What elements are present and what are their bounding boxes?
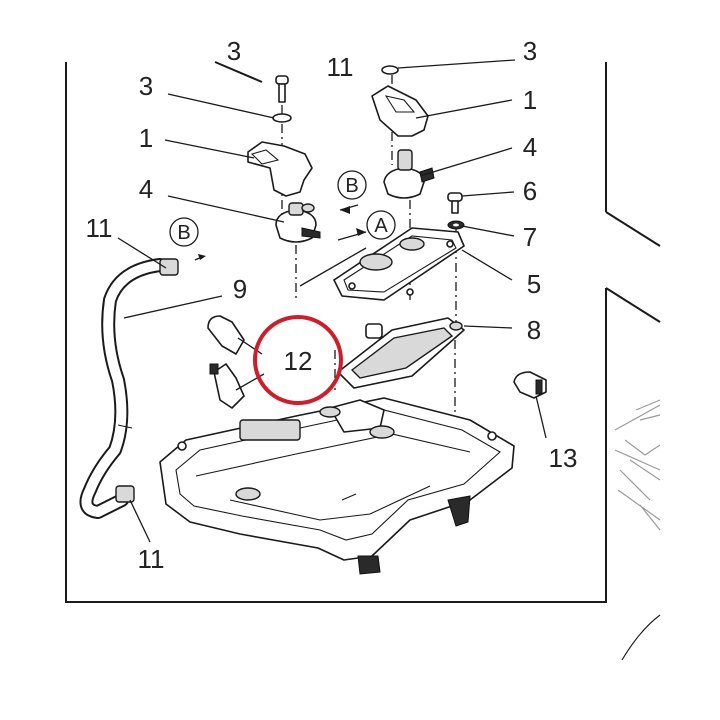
hose-clip-11-bottom (115, 485, 135, 503)
callout-4-right: 4 (523, 132, 537, 162)
callout-12: 12 (284, 346, 313, 376)
callout-11-bottom: 11 (138, 544, 165, 574)
callout-labels: 3 11 3 3 1 4 11 9 1 4 6 7 5 8 12 13 11 (86, 36, 578, 574)
clip-12-upper (207, 315, 245, 355)
callout-cut-top-right: 3 (523, 36, 537, 66)
clip-12-lower (209, 363, 245, 409)
arrowheads (198, 206, 366, 260)
callout-5: 5 (527, 269, 541, 299)
valve-4-left (275, 202, 321, 243)
callout-13: 13 (549, 443, 578, 473)
flow-marker-b-left: B (169, 217, 199, 247)
valve-4-right (383, 149, 435, 199)
clip-13 (513, 371, 547, 399)
adjacent-assembly-sketch (614, 399, 661, 531)
bracket-1-left (247, 141, 313, 197)
svg-text:A: A (374, 215, 388, 237)
screw-6 (447, 192, 463, 214)
leader-lines (117, 59, 547, 543)
hose-clip-11-top (159, 258, 179, 276)
bracket-1-right (371, 85, 429, 137)
diagram-frame (65, 61, 661, 661)
callout-6: 6 (523, 176, 537, 206)
svg-text:B: B (345, 175, 358, 197)
hose-9 (79, 258, 167, 519)
callout-4-left: 4 (139, 174, 153, 204)
callout-cut-top-left: 3 (227, 36, 241, 66)
screw-3-left (272, 75, 292, 123)
washer-7 (447, 220, 465, 230)
highlight-circle (253, 315, 343, 405)
callout-9: 9 (233, 274, 247, 304)
callout-3: 3 (139, 71, 153, 101)
callout-11-top: 11 (86, 213, 113, 243)
main-pan (159, 397, 515, 575)
cover-plate-5 (333, 227, 465, 301)
washer-top-right (381, 65, 399, 75)
callout-7: 7 (523, 222, 537, 252)
gasket-8 (337, 317, 465, 389)
flow-marker-b-upper: B (337, 170, 367, 200)
callout-1-left: 1 (139, 123, 153, 153)
svg-text:B: B (177, 222, 190, 244)
callout-8: 8 (527, 315, 541, 345)
callout-1-right: 1 (523, 85, 537, 115)
flow-marker-a: A (366, 210, 396, 240)
callout-cut-top-mid: 11 (327, 52, 354, 82)
